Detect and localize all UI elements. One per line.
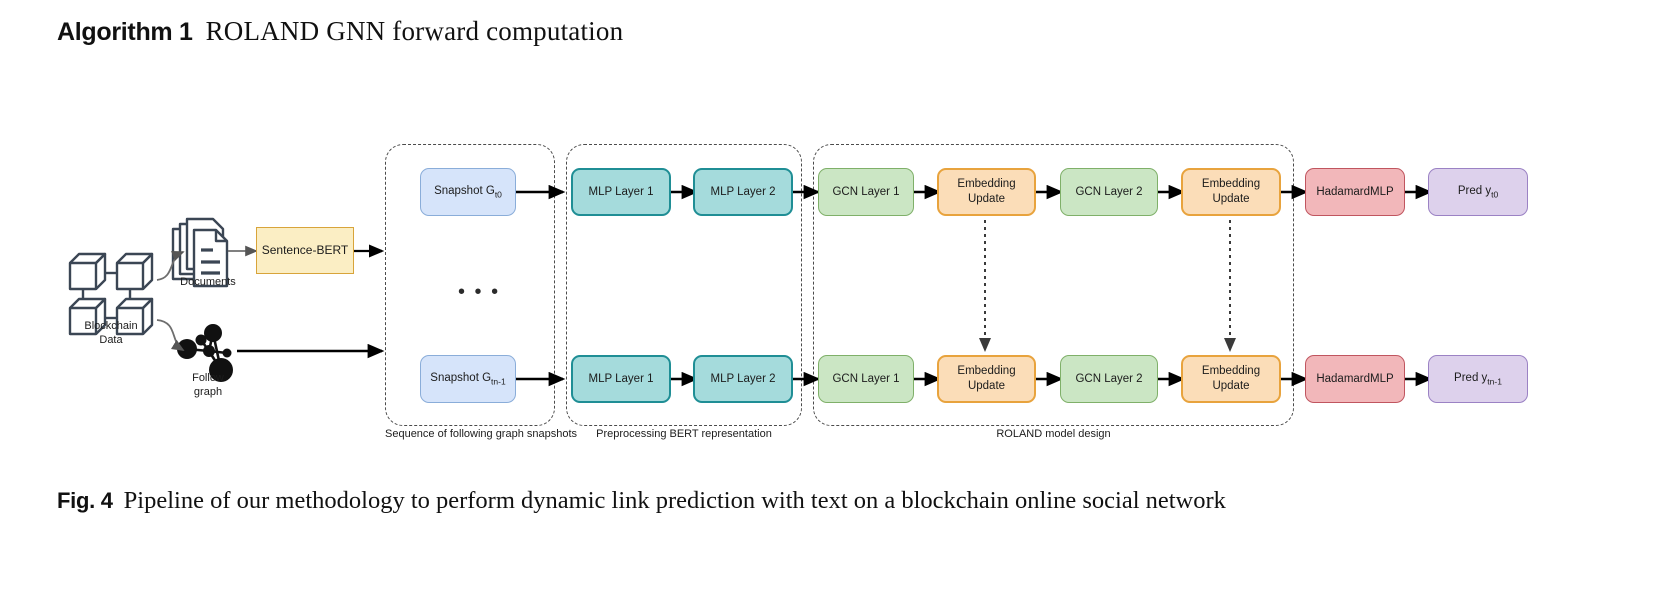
snapshot-subscript-t0: t0 <box>494 189 502 200</box>
gcn-layer-1-node-t0[interactable]: GCN Layer 1 <box>818 168 914 216</box>
prediction-node-tn1[interactable]: Pred ytn-1 <box>1428 355 1528 403</box>
group-label-roland: ROLAND model design <box>996 428 1111 440</box>
snapshot-label-tn1: Snapshot G <box>430 371 492 384</box>
arrow-blockchain-to-documents <box>156 251 185 281</box>
snapshot-subscript-tn1: tn-1 <box>491 376 506 387</box>
gcn-layer-2-node-tn1[interactable]: GCN Layer 2 <box>1060 355 1158 403</box>
gcn-layer-2-node-t0[interactable]: GCN Layer 2 <box>1060 168 1158 216</box>
follow-graph-label: Follow graph <box>192 372 224 398</box>
documents-stack-icon <box>171 217 229 288</box>
hadamard-mlp-node-tn1[interactable]: HadamardMLP <box>1305 355 1405 403</box>
snapshot-node-tn1[interactable]: Snapshot Gtn-1 <box>420 355 516 403</box>
mlp-layer-1-node-t0[interactable]: MLP Layer 1 <box>571 168 671 216</box>
mlp-layer-1-node-tn1[interactable]: MLP Layer 1 <box>571 355 671 403</box>
group-bert-preprocessing <box>566 144 802 426</box>
sentence-bert-node[interactable]: Sentence-BERT <box>256 227 354 274</box>
algorithm-heading: Algorithm 1 ROLAND GNN forward computatio… <box>57 16 623 47</box>
prediction-label-t0: Pred y <box>1457 184 1492 197</box>
group-label-bert: Preprocessing BERT representation <box>596 428 772 440</box>
network-graph-icon <box>177 324 233 382</box>
figure-caption-text: Pipeline of our methodology to perform d… <box>123 487 1226 514</box>
snapshot-node-t0[interactable]: Snapshot Gt0 <box>420 168 516 216</box>
prediction-label-tn1: Pred y <box>1454 371 1488 384</box>
figure-caption-label: Fig. 4 <box>57 488 113 513</box>
snapshot-label-t0: Snapshot G <box>434 184 495 197</box>
algorithm-label: Algorithm 1 <box>57 18 193 46</box>
mlp-layer-2-node-tn1[interactable]: MLP Layer 2 <box>693 355 793 403</box>
prediction-node-t0[interactable]: Pred yt0 <box>1428 168 1528 216</box>
prediction-subscript-tn1: tn-1 <box>1487 376 1502 387</box>
group-snapshots <box>385 144 555 426</box>
connector-layer <box>68 184 1433 387</box>
hadamard-mlp-node-t0[interactable]: HadamardMLP <box>1305 168 1405 216</box>
embedding-update-node-tn1-1[interactable]: Embedding Update <box>937 355 1036 403</box>
snapshots-ellipsis: • • • <box>458 281 501 303</box>
embedding-update-node-t0-1[interactable]: Embedding Update <box>937 168 1036 216</box>
gcn-layer-1-node-tn1[interactable]: GCN Layer 1 <box>818 355 914 403</box>
pipeline-figure: Sequence of following graph snapshots Pr… <box>0 130 1668 470</box>
embedding-update-node-t0-2[interactable]: Embedding Update <box>1181 168 1281 216</box>
group-roland-model <box>813 144 1294 426</box>
arrow-blockchain-to-followgraph <box>156 319 185 351</box>
group-label-snapshots: Sequence of following graph snapshots <box>385 428 578 440</box>
embedding-update-node-tn1-2[interactable]: Embedding Update <box>1181 355 1281 403</box>
mlp-layer-2-node-t0[interactable]: MLP Layer 2 <box>693 168 793 216</box>
documents-label: Documents <box>180 276 236 288</box>
prediction-subscript-t0: t0 <box>1491 189 1499 200</box>
blockchain-cubes-icon <box>68 252 154 336</box>
blockchain-data-label: Blockchain Data <box>84 320 138 346</box>
figure-caption: Fig. 4 Pipeline of our methodology to per… <box>57 485 1617 518</box>
algorithm-title: ROLAND GNN forward computation <box>205 16 624 46</box>
